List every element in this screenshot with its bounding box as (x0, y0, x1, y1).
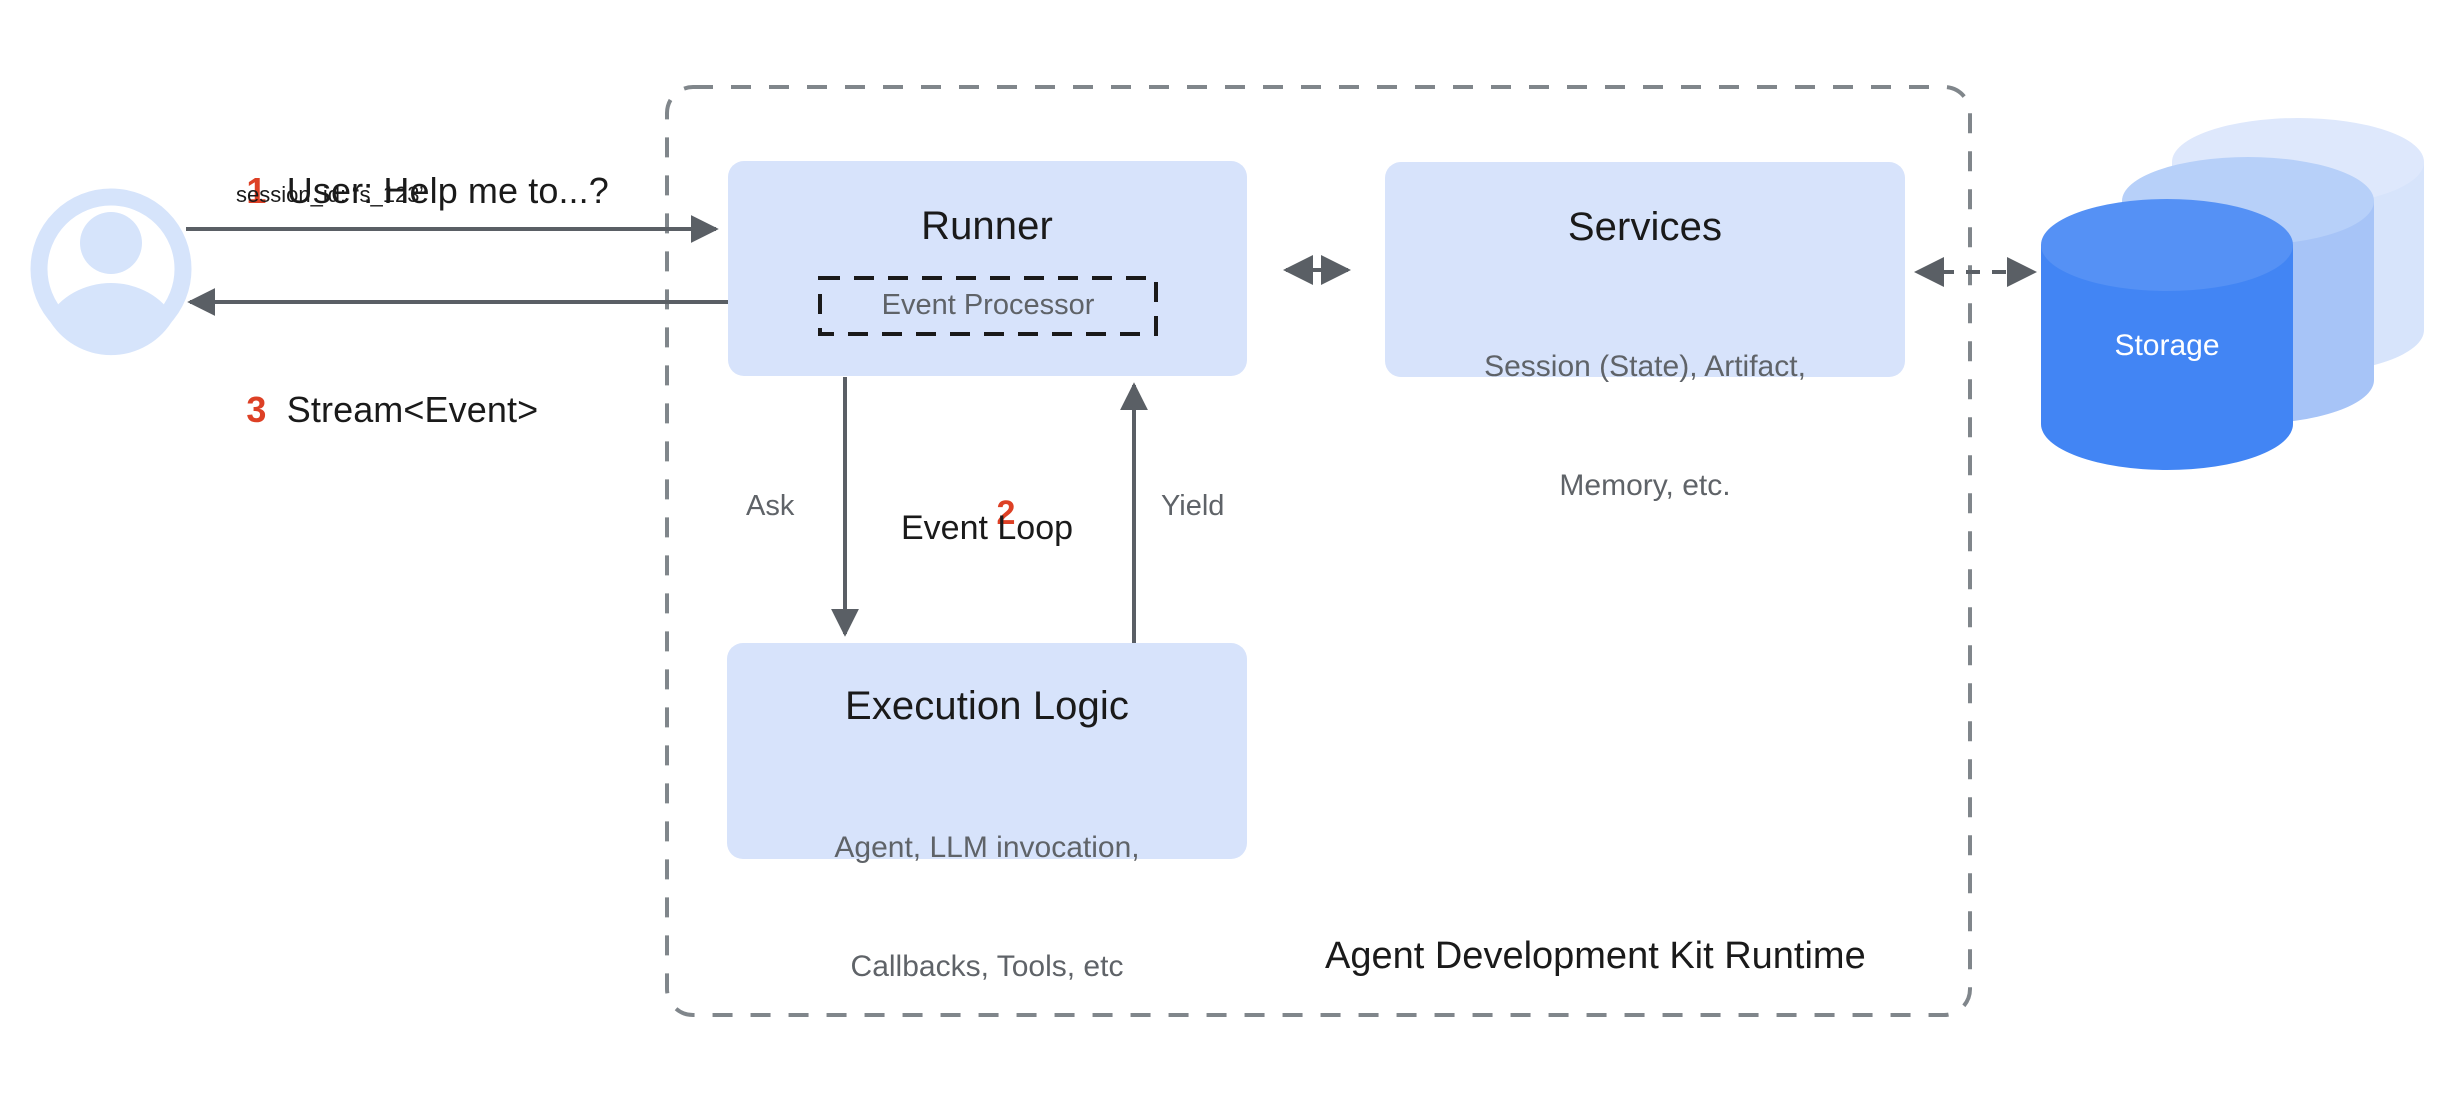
node-event-processor[interactable] (818, 276, 1158, 336)
runtime-boundary (665, 85, 1972, 1017)
node-storage[interactable] (2041, 118, 2424, 470)
step-number-3: 3 (246, 388, 267, 430)
execution-logic-subtitle-line2: Callbacks, Tools, etc (850, 950, 1124, 984)
runner-title: Runner (921, 204, 1053, 248)
services-subtitle-line2: Memory, etc. (1559, 469, 1731, 503)
services-subtitle: Session (State), Artifact, Memory, etc. (1484, 267, 1806, 586)
request-session-id: session_id: “s_123” (236, 182, 427, 207)
user-avatar-icon (30, 188, 192, 356)
request-message-text: User: Help me to...? (286, 169, 609, 211)
edge-label-yield: Yield (1161, 490, 1225, 522)
node-runner[interactable] (728, 161, 1247, 376)
node-services[interactable] (1385, 162, 1905, 377)
step-number-2: 2 (996, 494, 1016, 533)
node-execution-logic[interactable] (727, 643, 1247, 859)
event-processor-label: Event Processor (881, 289, 1095, 321)
response-message-text: Stream<Event> (286, 388, 539, 430)
event-loop-label: Event Loop (900, 509, 1074, 547)
step-number-1: 1 (246, 169, 267, 211)
storage-label: Storage (2114, 329, 2220, 362)
services-subtitle-line1: Session (State), Artifact, (1484, 349, 1806, 383)
execution-logic-title: Execution Logic (845, 684, 1129, 728)
edge-runner-services (1283, 255, 1351, 285)
execution-logic-subtitle: Agent, LLM invocation, Callbacks, Tools,… (834, 748, 1139, 1067)
edge-label-ask: Ask (746, 490, 795, 522)
response-message: 3 Stream<Event> (206, 344, 538, 476)
edge-services-storage (1914, 257, 2037, 287)
runtime-label: Agent Development Kit Runtime (1325, 935, 1866, 977)
services-title: Services (1567, 205, 1723, 249)
execution-logic-subtitle-line1: Agent, LLM invocation, (834, 830, 1140, 864)
event-loop-step: 2 (959, 452, 1016, 576)
request-message: 1 User: Help me to...? (206, 125, 609, 257)
storage-cylinder-front (2041, 199, 2293, 470)
